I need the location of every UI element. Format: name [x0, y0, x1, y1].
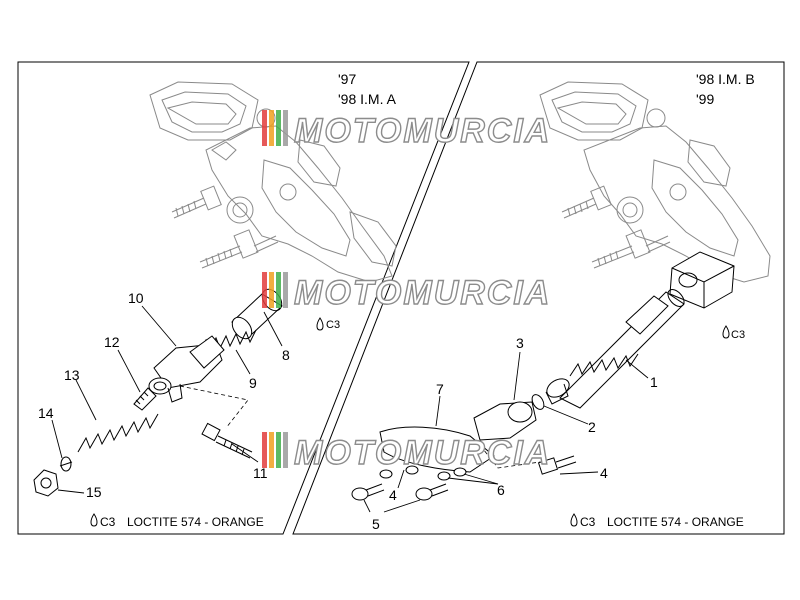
left-panel-labels: '97 '98 I.M. A C3 LOCTITE 574 - ORANGE	[90, 71, 397, 529]
watermark-stripe	[283, 110, 288, 146]
callout-2: 2	[588, 419, 596, 435]
adhesive-drop-icon	[316, 317, 324, 331]
right-year-2: '99	[696, 91, 714, 107]
right-spring	[569, 353, 639, 377]
right-tube-part-1	[559, 289, 685, 409]
watermark-text: MOTOMURCIA	[294, 112, 551, 150]
callout-6: 6	[497, 482, 505, 498]
left-callouts: 10 12 13 14 15 9 8 11	[38, 290, 290, 500]
callout-13: 13	[64, 367, 80, 383]
right-cap	[545, 378, 570, 405]
callout-7: 7	[436, 381, 444, 397]
left-engine-case	[149, 81, 397, 283]
right-bolt-part-4	[537, 455, 577, 475]
left-note-text: LOCTITE 574 - ORANGE	[127, 515, 264, 529]
adhesive-code: C3	[731, 329, 745, 341]
left-leader-lines	[51, 305, 283, 494]
left-bolt-part-11	[201, 422, 253, 459]
watermark-stripe	[276, 110, 281, 146]
right-sleeve	[625, 295, 669, 335]
callout-8: 8	[282, 347, 290, 363]
callout-3: 3	[516, 335, 524, 351]
watermark-stripe	[276, 432, 281, 468]
watermark-stripe	[269, 110, 274, 146]
callout-12: 12	[104, 334, 120, 350]
left-nut-part-15	[33, 469, 59, 497]
right-screws-part-5	[351, 483, 449, 501]
note-drop-icon	[570, 513, 578, 527]
right-tensioner-assembly	[351, 289, 685, 501]
callout-1: 1	[650, 374, 658, 390]
watermark-logo: MOTOMURCIA	[262, 110, 551, 151]
left-adhesive-mark: C3	[316, 317, 340, 331]
watermark-stripe	[262, 272, 267, 308]
watermark-stripe	[269, 432, 274, 468]
right-year-1: '98 I.M. B	[696, 71, 755, 87]
callout-11: 11	[253, 465, 268, 481]
right-note-symbol: C3	[580, 515, 596, 529]
watermark-stripe	[262, 110, 267, 146]
callout-5: 5	[372, 516, 380, 532]
note-drop-icon	[90, 513, 98, 527]
watermark-stripe	[283, 272, 288, 308]
watermark-stripe	[283, 432, 288, 468]
right-gasket-part-7	[379, 426, 495, 473]
adhesive-drop-icon	[722, 325, 730, 339]
watermark-text: MOTOMURCIA	[294, 274, 551, 312]
right-oring-part-2	[531, 394, 545, 410]
left-year-1: '97	[338, 71, 356, 87]
callout-14: 14	[38, 405, 54, 421]
panel-frames	[17, 61, 785, 535]
watermark-logo: MOTOMURCIA	[262, 432, 551, 473]
callout-9: 9	[249, 375, 257, 391]
callout-10: 10	[128, 290, 144, 306]
left-plunger-part-12	[133, 387, 157, 411]
left-tensioner-assembly	[33, 288, 283, 497]
watermark-stripe	[262, 432, 267, 468]
right-body-part-3	[473, 401, 537, 441]
left-year-2: '98 I.M. A	[338, 91, 397, 107]
left-spring-part-13	[77, 413, 159, 453]
watermark-stripe	[269, 272, 274, 308]
right-housing-block	[669, 251, 735, 309]
watermark-stripe	[276, 272, 281, 308]
adhesive-code: C3	[326, 319, 340, 331]
watermark-text: MOTOMURCIA	[294, 434, 551, 472]
right-leader-lines	[363, 351, 649, 513]
right-note-text: LOCTITE 574 - ORANGE	[607, 515, 744, 529]
callout-4a: 4	[600, 465, 608, 481]
right-washers-part-6	[379, 465, 467, 481]
right-adhesive-mark: C3	[722, 325, 745, 341]
left-note-symbol: C3	[100, 515, 116, 529]
callout-15: 15	[86, 484, 102, 500]
right-callouts: 3 7 1 2 4 4 5 6	[372, 335, 658, 532]
right-engine-case	[539, 81, 771, 283]
watermark-logo: MOTOMURCIA	[262, 272, 551, 313]
callout-4b: 4	[389, 487, 397, 503]
right-panel-labels: '98 I.M. B '99 C3 LOCTITE 574 - ORANGE	[570, 71, 755, 529]
left-tensioner-body-part-10	[148, 335, 225, 403]
left-washer-part-14	[59, 456, 73, 472]
